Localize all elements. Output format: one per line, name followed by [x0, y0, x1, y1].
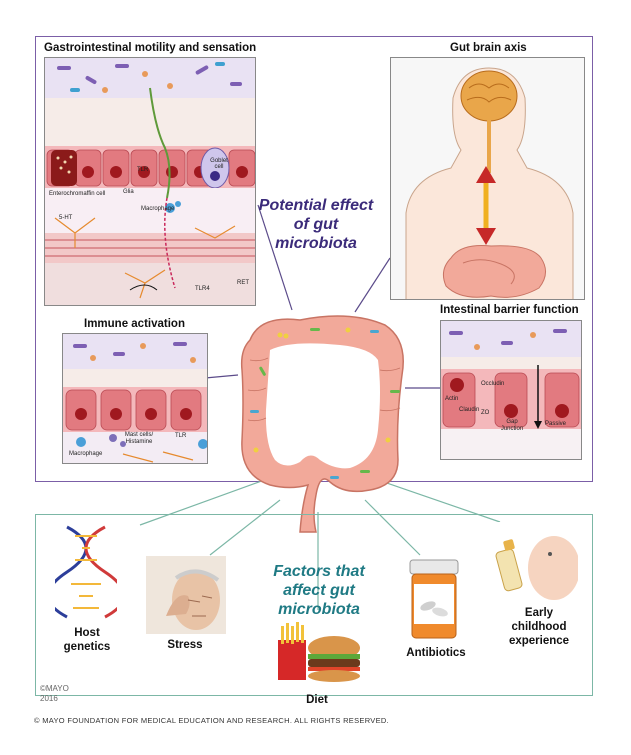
immune-activation-panel: Mast cells/ Histamine TLR Macrophage — [62, 333, 208, 464]
immune-label-macrophage: Macrophage — [69, 451, 103, 457]
gut-brain-panel — [390, 57, 585, 300]
factor-early-childhood-line-1: Early — [524, 607, 554, 619]
factor-antibiotics: Antibiotics — [406, 647, 466, 659]
factor-host-genetics-line-1: Host — [74, 627, 100, 639]
gi-label-glia: Glia — [123, 189, 134, 195]
factors-title-line-3: microbiota — [278, 601, 360, 618]
factor-early-childhood: Early childhood experience — [500, 606, 578, 648]
gi-label-tlr: TLR — [137, 167, 149, 173]
factor-early-childhood-line-3: experience — [508, 635, 570, 647]
immune-label-tlr: TLR — [175, 433, 187, 439]
mayo-credit: ©MAYO 2016 — [40, 684, 69, 704]
potential-effect-line-1: Potential effect — [258, 197, 374, 214]
barrier-label-actin: Actin — [445, 396, 459, 402]
gi-label-enterochromaffin: Enterochromaffin cell — [49, 191, 106, 197]
immune-activation-illustration — [63, 334, 207, 463]
factors-title-line-2: affect gut — [283, 582, 355, 599]
gi-label-ret: RET — [237, 280, 249, 286]
stressed-person-icon — [146, 556, 226, 634]
copyright-footer: © MAYO FOUNDATION FOR MEDICAL EDUCATION … — [34, 716, 389, 725]
factor-host-genetics: Host genetics — [52, 626, 122, 654]
dna-icon — [55, 525, 117, 619]
barrier-function-title: Intestinal barrier function — [440, 304, 579, 316]
barrier-function-panel: Occludin Actin Claudin ZO Gap Junction P… — [440, 320, 582, 460]
gi-label-tlr4: TLR4 — [195, 286, 210, 292]
potential-effect-title: Potential effect of gut microbiota — [252, 196, 380, 253]
factor-diet: Diet — [306, 694, 328, 706]
potential-effect-line-3: microbiota — [275, 235, 357, 252]
pill-bottle-icon — [409, 559, 459, 639]
gi-motility-title: Gastrointestinal motility and sensation — [44, 42, 257, 54]
immune-activation-title: Immune activation — [84, 318, 185, 330]
colon-illustration — [240, 315, 404, 533]
gi-label-goblet: Goblet cell — [210, 158, 228, 170]
gi-label-5ht: 5-HT — [59, 215, 73, 221]
mayo-credit-name: ©MAYO — [40, 684, 69, 693]
gi-label-macrophage: Macrophage — [141, 206, 175, 212]
immune-label-mast-cells: Mast cells/ Histamine — [124, 432, 154, 445]
potential-effect-line-2: of gut — [293, 216, 339, 233]
factor-stress: Stress — [167, 639, 203, 651]
gut-brain-title: Gut brain axis — [450, 42, 527, 54]
factor-early-childhood-line-2: childhood — [511, 621, 567, 633]
barrier-label-zo: ZO — [481, 410, 490, 416]
factors-title-line-1: Factors that — [273, 563, 365, 580]
barrier-label-gap-junction: Gap Junction — [500, 419, 524, 432]
gi-motility-panel: TLR Goblet cell Enterochromaffin cell Gl… — [44, 57, 256, 306]
barrier-label-passive: Passive — [545, 421, 567, 427]
factors-title: Factors that affect gut microbiota — [254, 562, 384, 619]
barrier-label-occludin: Occludin — [481, 381, 505, 387]
mayo-credit-year: 2016 — [40, 694, 58, 703]
baby-bottle-icon — [490, 522, 578, 602]
factors-frame — [35, 514, 593, 696]
burger-fries-icon — [278, 622, 360, 682]
barrier-function-illustration — [441, 321, 581, 459]
barrier-label-claudin: Claudin — [459, 407, 480, 413]
gi-motility-illustration — [45, 58, 255, 305]
factor-host-genetics-line-2: genetics — [63, 641, 111, 653]
gut-brain-illustration — [391, 58, 584, 299]
